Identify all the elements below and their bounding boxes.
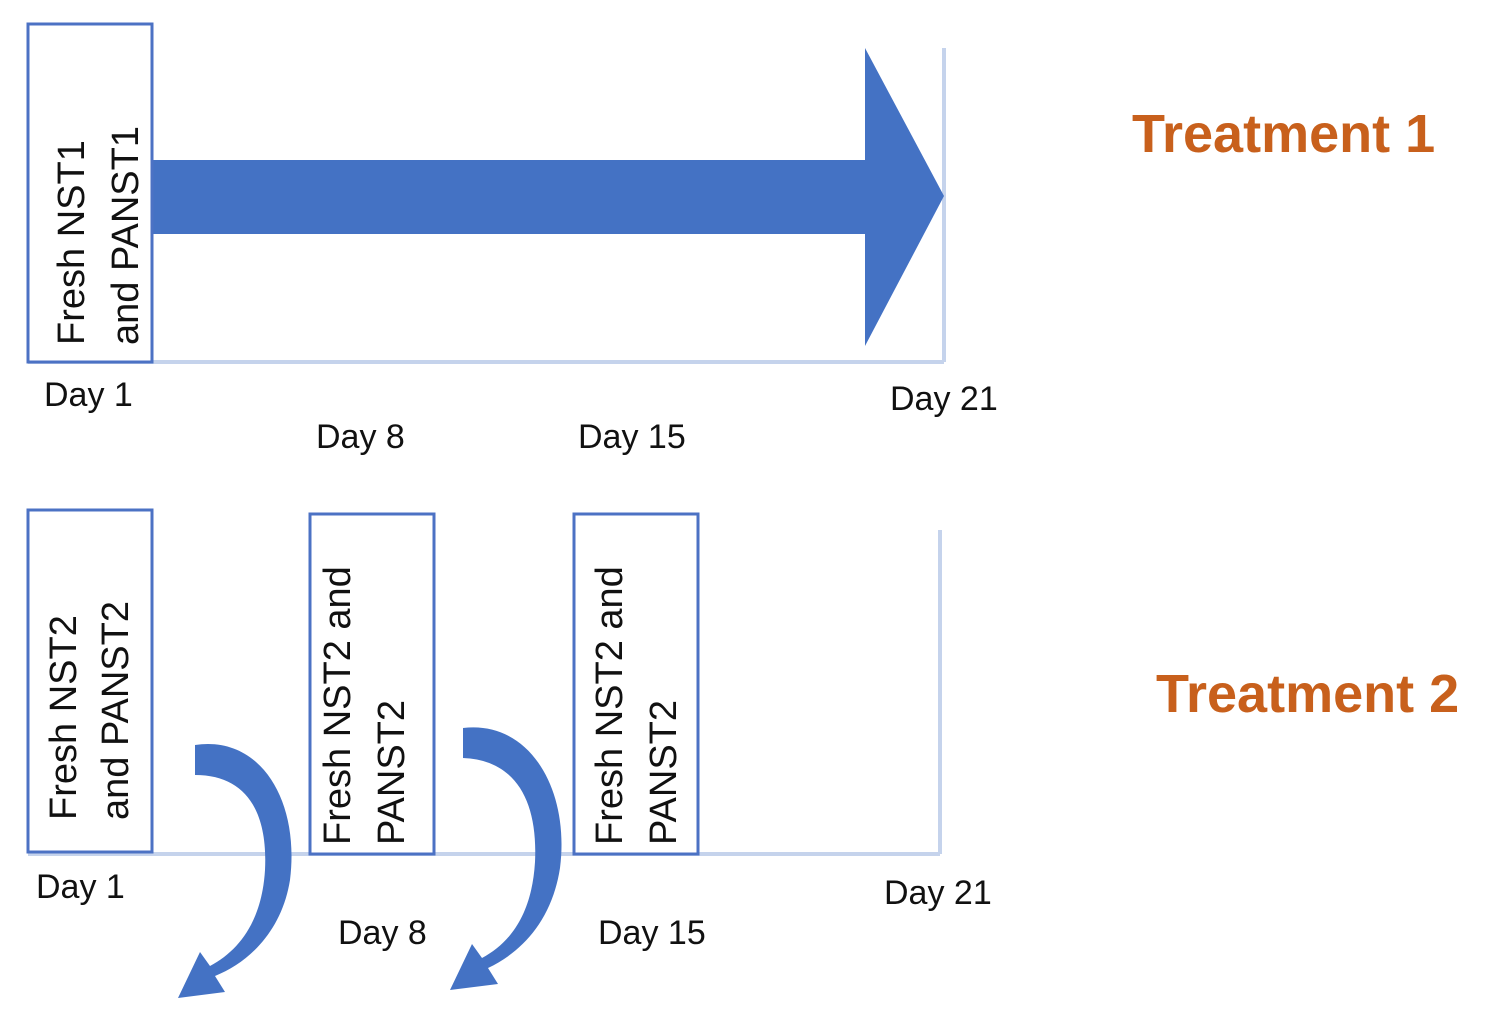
treatment-1-box-line1: Fresh NST1 xyxy=(51,140,93,345)
treatment-1-day-15-label: Day 15 xyxy=(578,418,686,456)
treatment-1-title: Treatment 1 xyxy=(1132,104,1435,164)
treatment-2-box-3-line2: PANST2 xyxy=(643,700,685,845)
treatment-2-curved-arrow-1 xyxy=(178,743,292,998)
treatment-2-title: Treatment 2 xyxy=(1156,664,1459,724)
treatment-2-box-2-line1: Fresh NST2 and xyxy=(317,566,359,845)
treatment-2-box-day-15 xyxy=(572,512,700,856)
treatment-2-box-2-line2: PANST2 xyxy=(371,700,413,845)
treatment-1-day-8-label: Day 8 xyxy=(316,418,405,456)
treatment-2-day-8-label: Day 8 xyxy=(338,914,427,952)
treatment-2-day-15-label: Day 15 xyxy=(598,914,706,952)
treatment-2-box-3-line1: Fresh NST2 and xyxy=(589,566,631,845)
treatment-2-panel: Fresh NST2 and PANST2 Fresh NST2 and PAN… xyxy=(26,508,1459,998)
treatment-1-panel: Fresh NST1 and PANST1 Day 1 Day 8 Day 15… xyxy=(26,22,1435,456)
treatment-1-day-21-label: Day 21 xyxy=(890,380,998,418)
treatment-2-box-day-8 xyxy=(308,512,436,856)
treatment-1-box xyxy=(26,22,154,364)
treatment-2-box-day-1 xyxy=(26,508,154,854)
treatment-2-box-1-line1: Fresh NST2 xyxy=(43,615,85,820)
treatment-2-box-1-line2: and PANST2 xyxy=(95,601,137,820)
treatment-2-day-1-label: Day 1 xyxy=(36,868,125,906)
treatment-2-curved-arrow-2 xyxy=(450,727,562,990)
treatment-1-box-line2: and PANST1 xyxy=(105,126,147,345)
treatment-1-day-1-label: Day 1 xyxy=(44,376,133,414)
treatment-1-duration-arrow xyxy=(150,48,944,346)
treatment-2-day-21-label: Day 21 xyxy=(884,874,992,912)
